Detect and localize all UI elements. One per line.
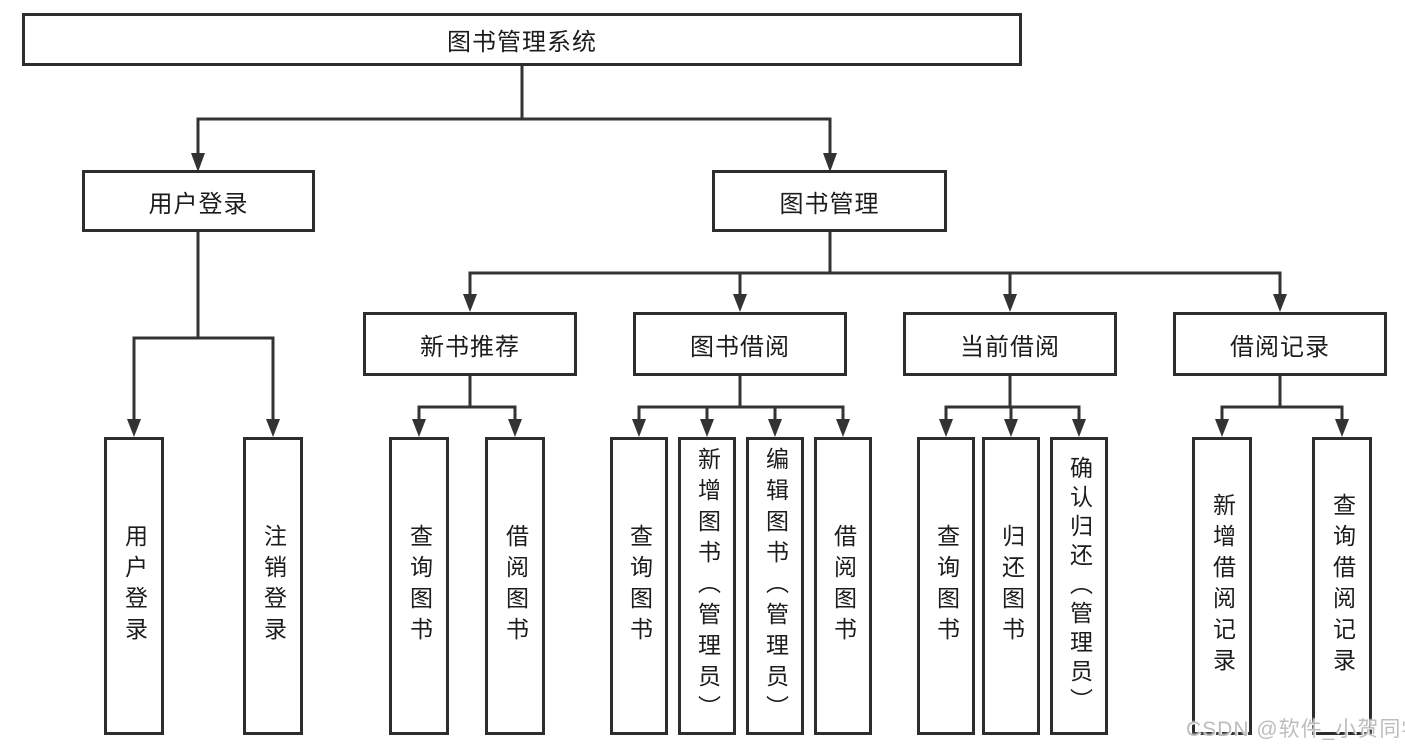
node-book-management-label: 图书管理: [779, 190, 880, 218]
leaf-logout: 注销登录: [243, 437, 303, 735]
node-current-borrowing: 当前借阅: [903, 312, 1117, 376]
leaf-borrow-books-recommend-label: 借阅图书: [502, 524, 529, 648]
node-root-label: 图书管理系统: [447, 29, 597, 56]
node-book-borrowing-label: 图书借阅: [690, 333, 790, 361]
node-root: 图书管理系统: [22, 13, 1022, 66]
leaf-add-borrow-record-label: 新增借阅记录: [1209, 493, 1236, 679]
leaf-confirm-return-admin: 确认归还（管理员）: [1050, 437, 1108, 735]
leaf-query-books-current-label: 查询图书: [933, 524, 960, 648]
node-book-borrowing: 图书借阅: [633, 312, 847, 376]
leaf-logout-label: 注销登录: [260, 524, 287, 648]
leaf-edit-book-admin: 编辑图书（管理员）: [746, 437, 804, 735]
node-current-borrowing-label: 当前借阅: [960, 333, 1060, 361]
leaf-return-books-label: 归还图书: [998, 524, 1025, 648]
leaf-add-borrow-record: 新增借阅记录: [1192, 437, 1252, 735]
leaf-borrow-books-borrowing: 借阅图书: [814, 437, 872, 735]
leaf-return-books: 归还图书: [982, 437, 1040, 735]
leaf-query-books-current: 查询图书: [917, 437, 975, 735]
node-user-login: 用户登录: [82, 170, 315, 232]
node-new-book-recommend-label: 新书推荐: [420, 333, 520, 361]
leaf-query-borrow-record: 查询借阅记录: [1312, 437, 1372, 735]
leaf-add-book-admin: 新增图书（管理员）: [678, 437, 736, 735]
leaf-add-book-admin-label: 新增图书（管理员）: [694, 446, 721, 726]
leaf-borrow-books-borrowing-label: 借阅图书: [830, 524, 857, 648]
leaf-confirm-return-admin-label: 确认归还（管理员）: [1066, 455, 1093, 717]
leaf-query-books-borrowing: 查询图书: [610, 437, 668, 735]
node-borrowing-records: 借阅记录: [1173, 312, 1387, 376]
csdn-watermark: CSDN @软件_小贺同学: [1186, 718, 1405, 741]
leaf-user-login: 用户登录: [104, 437, 164, 735]
node-borrowing-records-label: 借阅记录: [1230, 333, 1330, 361]
node-user-login-label: 用户登录: [148, 190, 249, 218]
leaf-query-books-borrowing-label: 查询图书: [626, 524, 653, 648]
node-book-management: 图书管理: [712, 170, 947, 232]
leaf-query-books-recommend: 查询图书: [389, 437, 449, 735]
leaf-query-borrow-record-label: 查询借阅记录: [1329, 493, 1356, 679]
node-new-book-recommend: 新书推荐: [363, 312, 577, 376]
leaf-borrow-books-recommend: 借阅图书: [485, 437, 545, 735]
leaf-user-login-label: 用户登录: [121, 524, 148, 648]
leaf-query-books-recommend-label: 查询图书: [406, 524, 433, 648]
leaf-edit-book-admin-label: 编辑图书（管理员）: [762, 446, 789, 726]
